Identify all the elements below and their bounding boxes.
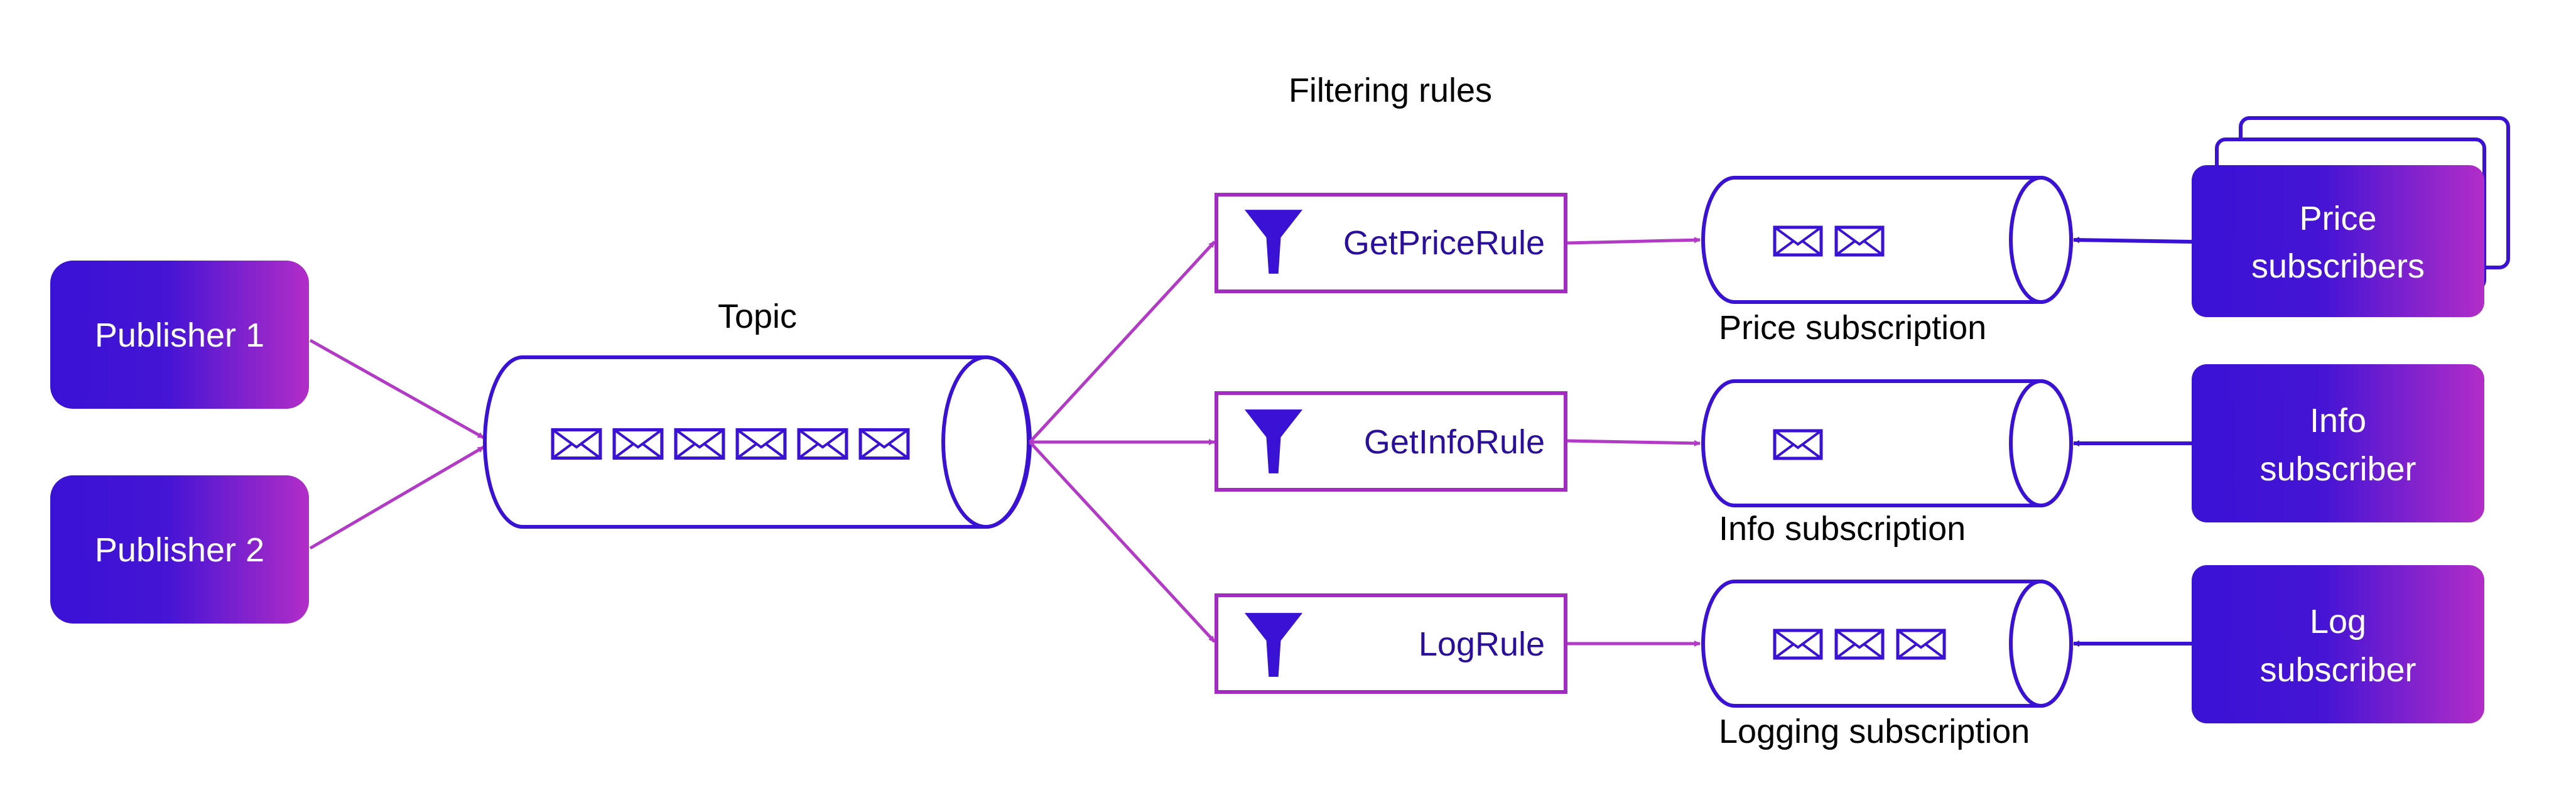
envelope-icon [1898, 630, 1944, 658]
logging-subscription-messages [1775, 630, 1944, 658]
arrow-topic-getpricerule [1029, 240, 1216, 443]
logging-subscription-label: Logging subscription [1719, 713, 2030, 750]
topic-heading: Topic [718, 298, 797, 335]
info-subscription-queue [1701, 379, 2073, 507]
arrow-price-subscribers-subscription [2073, 237, 2192, 244]
arrow-getpricerule-subscription [1567, 237, 1701, 245]
price-subscribers-line2: subscribers [2251, 247, 2425, 285]
arrow-publisher1-topic [309, 338, 485, 440]
rule-getinforule: GetInfoRule [1215, 391, 1567, 492]
envelope-icon [614, 430, 662, 458]
envelope-icon [676, 430, 723, 458]
arrow-topic-logrule [1029, 441, 1216, 643]
envelope-icon [1775, 630, 1821, 658]
price-subscription-label: Price subscription [1719, 309, 1986, 347]
info-subscriber-line2: subscriber [2259, 450, 2416, 488]
envelope-icon [1836, 227, 1883, 255]
log-subscriber-line1: Log [2310, 603, 2366, 640]
rule-logrule-label: LogRule [1419, 625, 1545, 663]
info-subscription-label: Info subscription [1719, 510, 1966, 548]
rule-logrule: LogRule [1215, 593, 1567, 694]
topic-queue [483, 355, 1032, 529]
envelope-icon [1775, 227, 1821, 255]
rule-getpricerule: GetPriceRule [1215, 193, 1567, 293]
info-subscriber-line1: Info [2310, 402, 2366, 440]
info-subscriber: Info subscriber [2192, 364, 2484, 522]
price-subscribers-line1: Price [2299, 200, 2376, 237]
envelope-icon [1775, 431, 1821, 458]
envelope-icon [1836, 630, 1883, 658]
envelope-icon [553, 430, 600, 458]
rule-getpricerule-label: GetPriceRule [1343, 224, 1545, 262]
price-subscribers: Price subscribers [2192, 116, 2510, 317]
rule-getinforule-label: GetInfoRule [1364, 423, 1545, 461]
arrow-publisher2-topic [309, 445, 485, 550]
info-subscription-messages [1775, 431, 1821, 458]
log-subscriber-line2: subscriber [2259, 651, 2416, 689]
filtering-rules-heading: Filtering rules [1289, 72, 1492, 109]
envelope-icon [737, 430, 785, 458]
publisher-1-label: Publisher 1 [95, 316, 264, 354]
publisher-1: Publisher 1 [50, 261, 309, 409]
publisher-2: Publisher 2 [50, 475, 309, 624]
price-subscription-queue [1701, 176, 2073, 304]
arrow-getinforule-subscription [1567, 439, 1701, 446]
log-subscriber: Log subscriber [2192, 565, 2484, 723]
logging-subscription-queue [1701, 580, 2073, 708]
publisher-2-label: Publisher 2 [95, 531, 264, 569]
envelope-icon [860, 430, 908, 458]
envelope-icon [799, 430, 847, 458]
